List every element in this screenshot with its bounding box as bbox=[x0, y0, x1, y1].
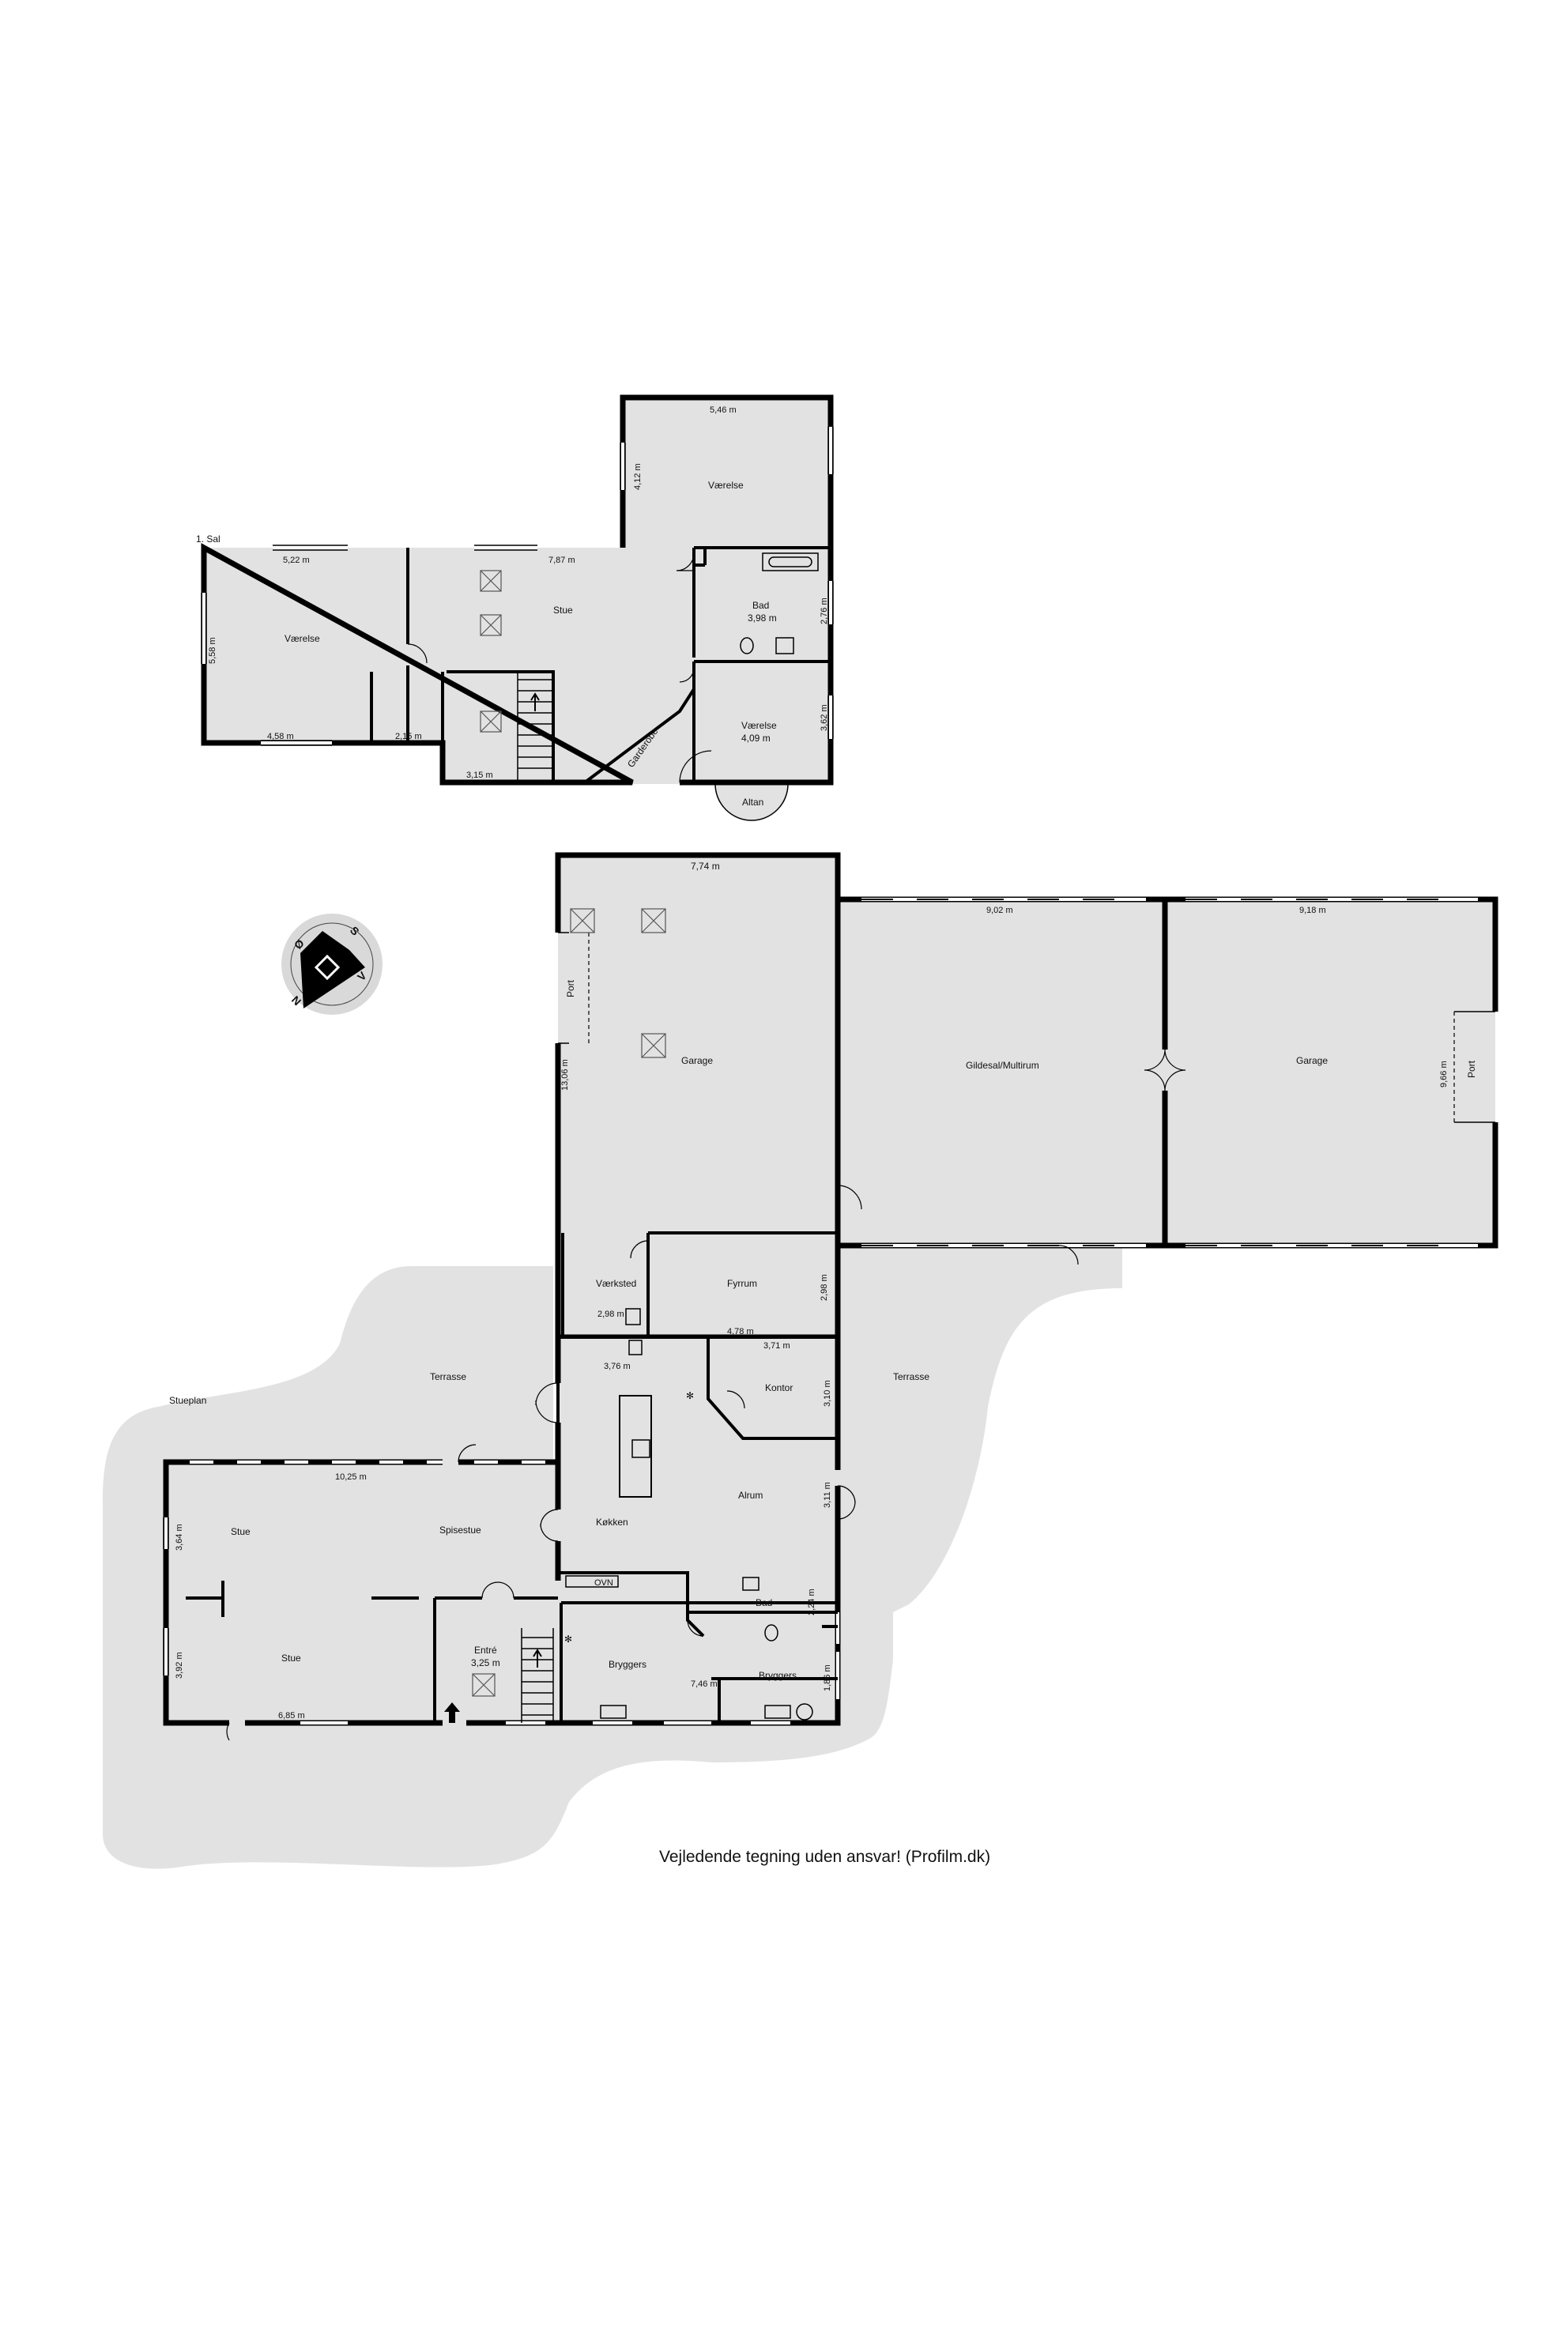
room-label-bad-first: Bad bbox=[752, 600, 769, 611]
toilet-ground bbox=[764, 1624, 778, 1642]
room-area-vaerelse-right: 4,09 m bbox=[741, 733, 771, 744]
outbuildings: 7,74 m Port 13,06 m Garage 9,02 m Gildes… bbox=[555, 852, 1498, 1340]
bath-sink-ground bbox=[742, 1577, 760, 1591]
room-label-garage-right: Garage bbox=[1296, 1055, 1328, 1066]
disclaimer-text: Vejledende tegning uden ansvar! (Profilm… bbox=[659, 1848, 990, 1866]
freezer-icon-2: ✻ bbox=[564, 1634, 572, 1645]
dim-stue-height-b: 3,92 m bbox=[175, 1652, 184, 1679]
dim-fyrrum-width: 4,78 m bbox=[727, 1327, 754, 1336]
garage-right-area bbox=[1165, 899, 1495, 1246]
ground-floor-label: Stueplan bbox=[169, 1395, 206, 1406]
dim-alrum-height: 3,11 m bbox=[823, 1482, 832, 1508]
dim-bryggers-height: 1,86 m bbox=[823, 1664, 832, 1691]
room-label-stue-a: Stue bbox=[231, 1526, 251, 1537]
dim-vaerksted-width: 2,98 m bbox=[597, 1310, 624, 1319]
altan-area bbox=[715, 784, 788, 820]
dim-vaerelse-top-height: 4,12 m bbox=[633, 463, 643, 490]
stairs-first-floor bbox=[517, 672, 554, 782]
room-label-kontor: Kontor bbox=[765, 1382, 793, 1393]
terraces bbox=[103, 1245, 1122, 1869]
entrance-arrow-icon bbox=[444, 1702, 460, 1723]
room-area-entre: 3,25 m bbox=[471, 1657, 500, 1668]
room-label-alrum: Alrum bbox=[738, 1490, 763, 1501]
first-floor-area bbox=[204, 398, 831, 784]
bathtub bbox=[762, 552, 819, 571]
oven-label: OVN bbox=[594, 1578, 613, 1588]
kitchen-sink bbox=[628, 1340, 643, 1355]
room-label-altan: Altan bbox=[742, 797, 763, 808]
dim-vaerelse-left-width: 5,22 m bbox=[283, 556, 310, 565]
dim-kitchen-width: 3,76 m bbox=[604, 1362, 631, 1371]
dim-bad-ground-height: 2,24 m bbox=[807, 1589, 816, 1615]
dim-kontor-width: 3,71 m bbox=[763, 1341, 790, 1351]
dim-kontor-height: 3,10 m bbox=[823, 1380, 832, 1407]
bath-sink bbox=[775, 637, 794, 654]
first-floor-outer-wall bbox=[201, 394, 834, 786]
gildesal-area bbox=[838, 899, 1165, 1246]
room-label-spisestue: Spisestue bbox=[439, 1525, 481, 1536]
garage-main-wall bbox=[555, 852, 841, 1340]
washer bbox=[796, 1703, 813, 1721]
dim-vaerelse-right-height: 3,62 m bbox=[820, 704, 829, 731]
first-floor-label: 1. Sal bbox=[196, 533, 220, 545]
room-label-bryggers-a: Bryggers bbox=[609, 1659, 646, 1670]
bryggers-sink-a bbox=[600, 1705, 627, 1719]
dim-stue-bottom: 6,85 m bbox=[278, 1711, 305, 1721]
port-right-label: Port bbox=[1466, 1060, 1477, 1078]
room-area-bad-first: 3,98 m bbox=[748, 612, 777, 624]
bryggers-sink-b bbox=[764, 1705, 791, 1719]
terrasse-left-area bbox=[103, 1266, 893, 1869]
room-label-terrasse-left: Terrasse bbox=[430, 1371, 466, 1382]
cooktop bbox=[631, 1439, 650, 1458]
port-left-label: Port bbox=[565, 979, 576, 997]
dim-bryggers-width: 7,46 m bbox=[691, 1679, 718, 1689]
dim-bad-first-height: 2,76 m bbox=[820, 597, 829, 624]
room-label-terrasse-right: Terrasse bbox=[893, 1371, 929, 1382]
toilet bbox=[740, 637, 754, 654]
room-label-vaerksted: Værksted bbox=[596, 1278, 636, 1289]
dim-garage-right-width: 9,18 m bbox=[1299, 906, 1326, 915]
room-label-gildesal: Gildesal/Multirum bbox=[966, 1060, 1039, 1071]
dim-stue-width: 10,25 m bbox=[335, 1472, 367, 1482]
room-label-garage-main: Garage bbox=[681, 1055, 713, 1066]
room-label-vaerelse-top: Værelse bbox=[708, 480, 744, 491]
terrasse-right-area bbox=[838, 1245, 1122, 1660]
dim-garage-main-height: 13,06 m bbox=[560, 1059, 570, 1091]
ground-floor: OVN ✻ ✻ Stueplan Terrasse Terrass bbox=[163, 1336, 929, 1741]
skylights-garage bbox=[570, 908, 666, 1058]
room-label-koekken: Køkken bbox=[596, 1517, 628, 1528]
dim-vaerelse-top-width: 5,46 m bbox=[710, 405, 737, 415]
first-floor: 1. Sal Værelse Værelse Stue Bad 3,98 m V… bbox=[196, 394, 834, 821]
ground-floor-area bbox=[166, 1337, 838, 1723]
kitchen-island bbox=[619, 1395, 652, 1498]
room-label-fyrrum: Fyrrum bbox=[727, 1278, 757, 1289]
dim-garage-right-height: 9,66 m bbox=[1439, 1061, 1449, 1087]
oven bbox=[565, 1575, 619, 1588]
dim-stue-height-a: 3,64 m bbox=[175, 1524, 184, 1551]
room-label-stue-first: Stue bbox=[553, 605, 573, 616]
room-label-bad-ground: Bad bbox=[756, 1597, 772, 1608]
dim-left-bottom-b: 2,15 m bbox=[395, 732, 422, 741]
dim-fyrrum-height: 2,98 m bbox=[820, 1274, 829, 1301]
room-label-vaerelse-left: Værelse bbox=[285, 633, 320, 644]
dim-gildesal-width: 9,02 m bbox=[986, 906, 1013, 915]
workshop-sink bbox=[625, 1308, 641, 1325]
skylight-entre bbox=[472, 1673, 496, 1697]
skylights-first-floor bbox=[480, 570, 502, 733]
dim-left-bottom-a: 4,58 m bbox=[267, 732, 294, 741]
compass-icon: N Ø S V bbox=[281, 914, 383, 1015]
dim-stue-first-width: 7,87 m bbox=[548, 556, 575, 565]
dim-vaerelse-left-height: 5,58 m bbox=[208, 637, 217, 664]
room-label-stue-b: Stue bbox=[281, 1653, 301, 1664]
room-label-bryggers-b: Bryggers bbox=[759, 1670, 797, 1681]
dim-garage-main-width: 7,74 m bbox=[691, 861, 720, 872]
garage-main-area bbox=[558, 855, 838, 1337]
stairs-ground-floor bbox=[521, 1628, 554, 1723]
room-label-vaerelse-right: Værelse bbox=[741, 720, 777, 731]
dim-stair-width: 3,15 m bbox=[466, 771, 493, 780]
freezer-icon: ✻ bbox=[686, 1390, 694, 1401]
room-label-entre: Entré bbox=[474, 1645, 497, 1656]
